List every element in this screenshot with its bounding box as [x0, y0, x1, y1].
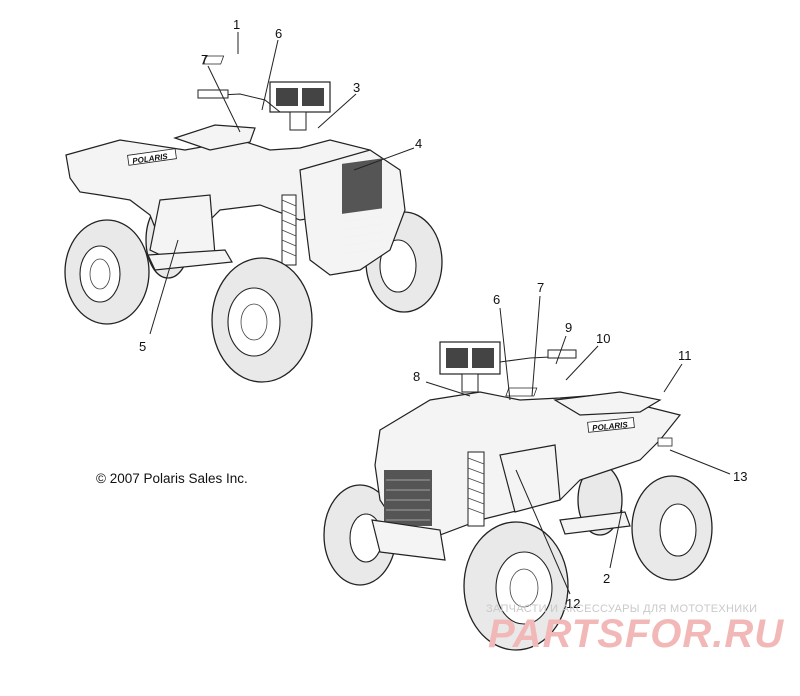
- atv-front-view: POLARIS: [323, 341, 713, 651]
- front-shock: [281, 194, 297, 266]
- callout-12: 12: [566, 596, 580, 611]
- callout-5: 5: [139, 339, 146, 354]
- callout-9: 9: [565, 320, 572, 335]
- footrest-2: [559, 511, 631, 535]
- grille-lines-2: [386, 479, 430, 521]
- callout-11: 11: [678, 348, 692, 363]
- callout-8: 8: [413, 369, 420, 384]
- callout-3: 3: [353, 80, 360, 95]
- callout-4: 4: [415, 136, 422, 151]
- callout-6: 6: [275, 26, 282, 41]
- callout-6-front: 6: [493, 292, 500, 307]
- watermark-logo: PARTSFOR.RU: [488, 612, 785, 656]
- leaders-atv-front: [425, 295, 731, 595]
- footrest: [147, 249, 233, 271]
- callout-2: 2: [603, 571, 610, 586]
- front-brand-decal: POLARIS: [592, 420, 629, 433]
- handlebar-grip-2: [547, 349, 577, 359]
- callout-7-front: 7: [537, 280, 544, 295]
- front-shock-2: [467, 451, 485, 527]
- decal-11: [505, 387, 538, 397]
- side-panel-2: [499, 444, 561, 513]
- decal-13: [657, 437, 673, 447]
- front-left-wheel: [211, 257, 313, 383]
- front-grille: [342, 158, 382, 214]
- front-near-wheel: [463, 521, 569, 651]
- callout-7: 7: [201, 52, 208, 67]
- headlight-pod: [269, 81, 331, 131]
- rear-far-wheel: [631, 475, 713, 581]
- grille-lines: [343, 215, 381, 255]
- callout-1: 1: [233, 17, 240, 32]
- watermark-tagline: ЗАПЧАСТИ И АКСЕССУАРЫ ДЛЯ МОТОТЕХНИКИ: [486, 603, 758, 615]
- callout-10: 10: [596, 331, 610, 346]
- front-grille-2: [384, 470, 432, 526]
- atv-rear-view: POLARIS: [64, 55, 443, 383]
- headlight-pod-2: [439, 341, 501, 393]
- decal-1: [202, 55, 225, 65]
- callout-labels: 1 6 7 3 4 5 6 7 9 10 11 8 13 2 12: [139, 17, 747, 611]
- rear-left-wheel: [64, 219, 150, 325]
- callout-13: 13: [733, 469, 747, 484]
- copyright-notice: © 2007 Polaris Sales Inc.: [96, 471, 248, 486]
- handlebar-grip: [197, 89, 229, 99]
- front-bumper: [371, 519, 446, 561]
- seat-front-view: [553, 391, 662, 416]
- leaders-atv-rear: [149, 32, 415, 335]
- seat: [173, 124, 256, 151]
